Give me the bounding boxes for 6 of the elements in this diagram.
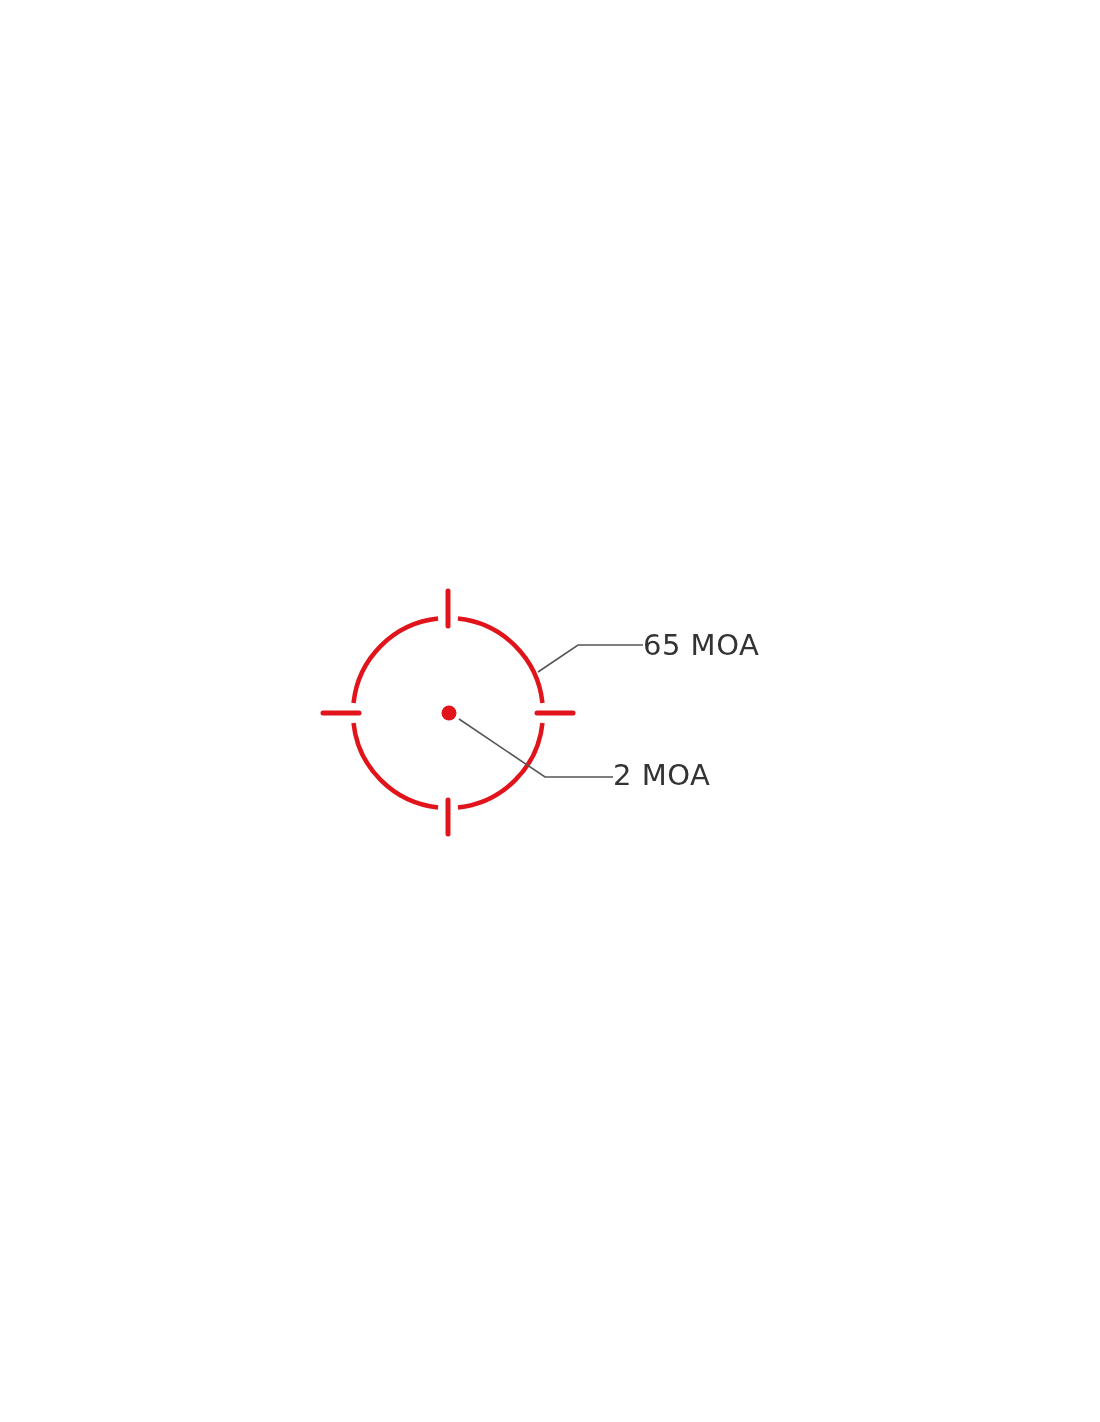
reticle-ring	[351, 616, 545, 810]
callout-label: 65 MOA	[643, 631, 760, 660]
leader-line	[537, 644, 644, 673]
leader-line	[458, 718, 614, 778]
callout-label: 2 MOA	[613, 761, 711, 790]
center-dot	[441, 705, 457, 721]
